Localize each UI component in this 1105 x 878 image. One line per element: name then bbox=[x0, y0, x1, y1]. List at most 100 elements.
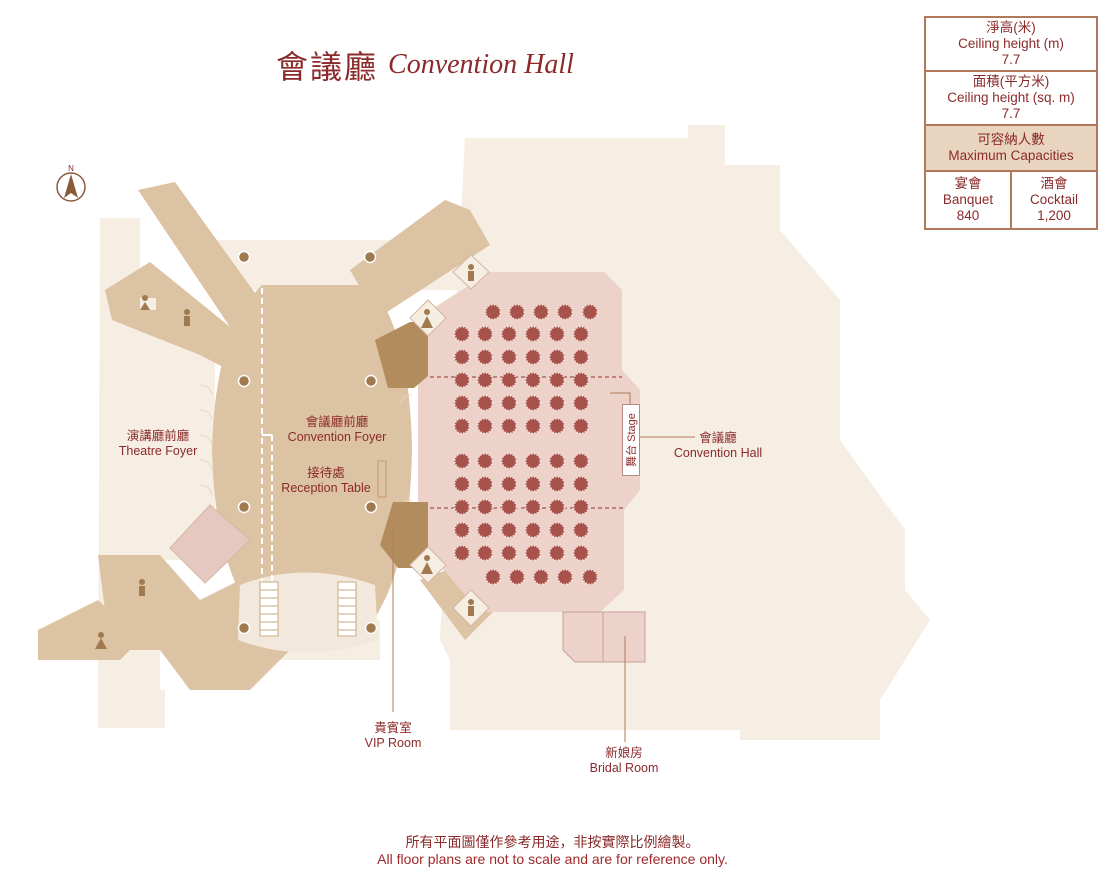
restroom-icon-ne2 bbox=[409, 299, 447, 337]
banquet-table bbox=[476, 371, 494, 389]
banquet-table bbox=[524, 348, 542, 366]
banquet-table bbox=[524, 544, 542, 562]
banquet-table bbox=[548, 498, 566, 516]
banquet-table bbox=[484, 303, 502, 321]
north-east-corridor bbox=[350, 200, 490, 318]
south-west-arm bbox=[38, 600, 140, 660]
banquet-table bbox=[548, 325, 566, 343]
banquet-table bbox=[572, 417, 590, 435]
banquet-table bbox=[572, 325, 590, 343]
reception-desk bbox=[377, 460, 387, 498]
banquet-table bbox=[556, 303, 574, 321]
banquet-table bbox=[548, 521, 566, 539]
banquet-tables bbox=[453, 303, 599, 586]
reception-table-label: 接待處 Reception Table bbox=[281, 466, 371, 495]
banquet-table bbox=[572, 475, 590, 493]
banquet-table bbox=[453, 417, 471, 435]
compass-north-label: N bbox=[68, 164, 74, 173]
banquet-table bbox=[453, 348, 471, 366]
bridal-room bbox=[562, 611, 646, 663]
banquet-table bbox=[476, 498, 494, 516]
venue-info-table: 淨高(米) Ceiling height (m) 7.7 面積(平方米) Cei… bbox=[924, 16, 1098, 230]
banquet-table bbox=[556, 568, 574, 586]
banquet-table bbox=[572, 498, 590, 516]
banquet-table bbox=[453, 394, 471, 412]
disclaimer-chinese: 所有平面圖僅作參考用途，非按實際比例繪製。 bbox=[405, 834, 700, 850]
banquet-table bbox=[500, 348, 518, 366]
banquet-table bbox=[548, 394, 566, 412]
restroom-icons bbox=[95, 254, 490, 649]
banquet-table bbox=[500, 475, 518, 493]
pillars bbox=[237, 250, 378, 635]
banquet-table bbox=[572, 348, 590, 366]
banquet-table bbox=[524, 452, 542, 470]
banquet-table bbox=[548, 475, 566, 493]
banquet-table bbox=[532, 303, 550, 321]
west-wing bbox=[105, 262, 240, 375]
banquet-table bbox=[453, 452, 471, 470]
banquet-table bbox=[500, 498, 518, 516]
stairs-west bbox=[259, 581, 279, 637]
banquet-table bbox=[532, 568, 550, 586]
page-title: 會議廳 Convention Hall bbox=[276, 40, 574, 90]
banquet-table bbox=[548, 452, 566, 470]
restroom-icon-se bbox=[409, 546, 447, 584]
disclaimer-english: All floor plans are not to scale and are… bbox=[377, 851, 728, 867]
banquet-capacity: 宴會 Banquet 840 bbox=[926, 172, 1012, 228]
restroom-icon-ne bbox=[452, 254, 490, 290]
banquet-table bbox=[453, 325, 471, 343]
banquet-table bbox=[453, 521, 471, 539]
bridal-room-label: 新娘房 Bridal Room bbox=[589, 746, 659, 775]
stage-label: 舞台 Stage bbox=[622, 404, 640, 476]
banquet-table bbox=[548, 371, 566, 389]
banquet-table bbox=[581, 303, 599, 321]
capacities-header: 可容納人數 Maximum Capacities bbox=[926, 126, 1096, 172]
north-west-corridor bbox=[138, 182, 260, 330]
banquet-table bbox=[524, 394, 542, 412]
south-west-wing bbox=[98, 555, 300, 690]
banquet-table bbox=[453, 498, 471, 516]
banquet-table bbox=[572, 371, 590, 389]
banquet-table bbox=[500, 544, 518, 562]
banquet-table bbox=[548, 348, 566, 366]
south-foyer-arc bbox=[238, 572, 378, 653]
banquet-table bbox=[524, 371, 542, 389]
banquet-table bbox=[548, 417, 566, 435]
convention-hall-label: 會議廳 Convention Hall bbox=[673, 431, 763, 460]
banquet-table bbox=[524, 498, 542, 516]
banquet-table bbox=[572, 394, 590, 412]
theatre-side-room bbox=[169, 504, 251, 584]
convention-hall-floor bbox=[418, 272, 640, 612]
banquet-table bbox=[453, 475, 471, 493]
banquet-table bbox=[476, 544, 494, 562]
banquet-table bbox=[500, 417, 518, 435]
capacities-row: 宴會 Banquet 840 酒會 Cocktail 1,200 bbox=[926, 172, 1096, 228]
banquet-table bbox=[572, 521, 590, 539]
vip-room-south bbox=[380, 502, 428, 568]
banquet-table bbox=[484, 568, 502, 586]
banquet-table bbox=[572, 544, 590, 562]
banquet-table bbox=[572, 452, 590, 470]
ceiling-height-cell: 淨高(米) Ceiling height (m) 7.7 bbox=[926, 18, 1096, 72]
banquet-table bbox=[581, 568, 599, 586]
compass-icon: N bbox=[56, 164, 86, 202]
banquet-table bbox=[500, 371, 518, 389]
banquet-table bbox=[508, 303, 526, 321]
banquet-table bbox=[476, 475, 494, 493]
door-arcs bbox=[199, 384, 413, 511]
banquet-table bbox=[453, 544, 471, 562]
vip-room-north bbox=[375, 322, 428, 388]
title-english: Convention Hall bbox=[388, 49, 574, 80]
restroom-icon-se2 bbox=[452, 589, 490, 627]
banquet-table bbox=[476, 452, 494, 470]
cocktail-capacity: 酒會 Cocktail 1,200 bbox=[1029, 176, 1078, 223]
banquet-table bbox=[524, 325, 542, 343]
banquet-table bbox=[500, 521, 518, 539]
banquet-table bbox=[508, 568, 526, 586]
banquet-table bbox=[476, 348, 494, 366]
banquet-table bbox=[476, 325, 494, 343]
convention-foyer-label: 會議廳前廳 Convention Foyer bbox=[287, 415, 387, 444]
banquet-table bbox=[500, 452, 518, 470]
disclaimer-footer: 所有平面圖僅作參考用途，非按實際比例繪製。 All floor plans ar… bbox=[0, 834, 1105, 868]
